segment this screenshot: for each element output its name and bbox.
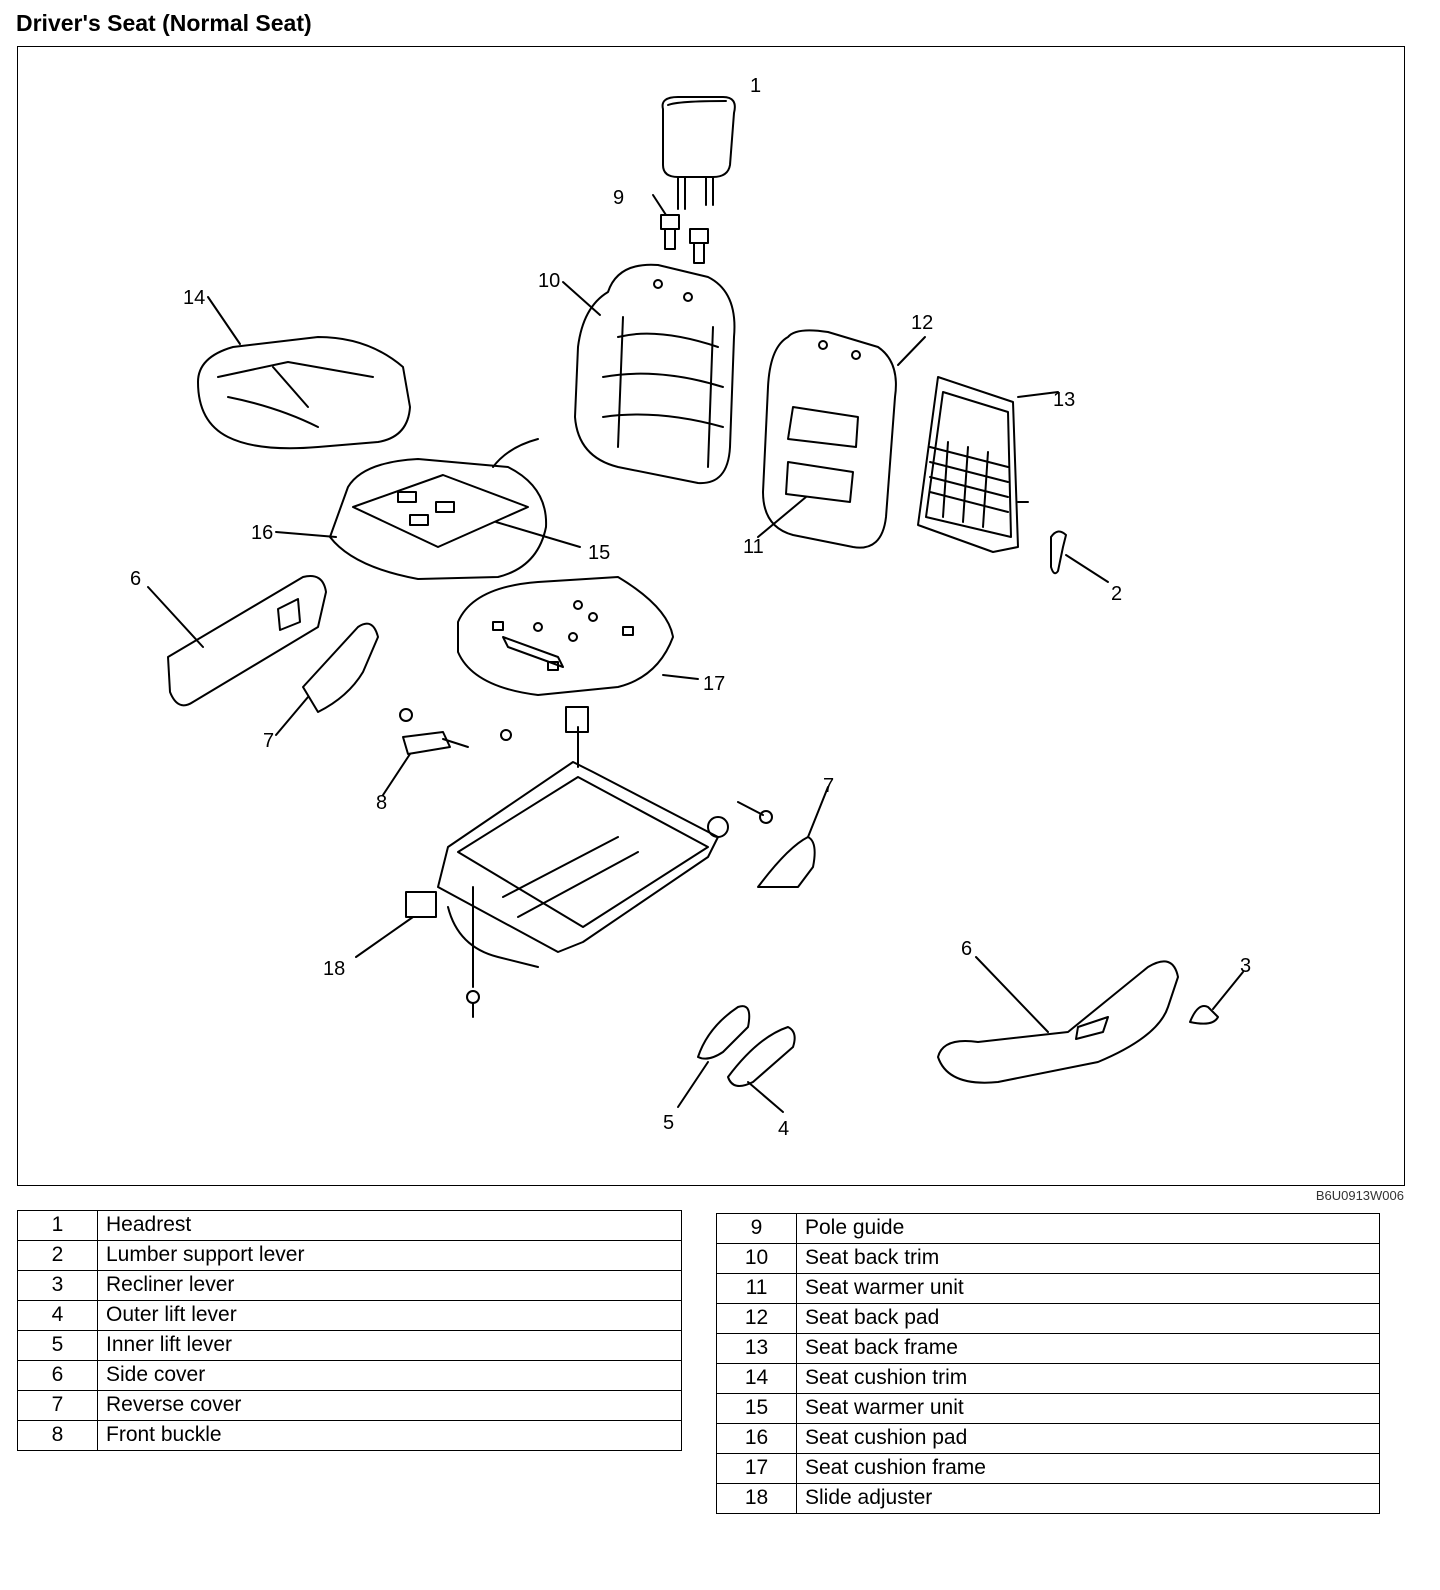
part-number: 2: [17, 1240, 98, 1271]
callout-8: 8: [376, 792, 387, 814]
callout-15: 15: [588, 542, 610, 564]
callout-17: 17: [703, 673, 725, 695]
part-number: 16: [716, 1423, 797, 1454]
slide-adjuster-part: [355, 706, 773, 1018]
seat-back-frame-part: [917, 376, 1059, 553]
part-number: 15: [716, 1393, 797, 1424]
part-name: Side cover: [97, 1360, 682, 1391]
part-number: 14: [716, 1363, 797, 1394]
seat-cushion-pad-part: [275, 438, 581, 580]
callout-1: 1: [750, 75, 761, 97]
seat-cushion-trim-part: [197, 296, 411, 450]
callout-5: 5: [663, 1112, 674, 1134]
callout-16: 16: [251, 522, 273, 544]
seat-cushion-frame-part: [457, 576, 699, 696]
part-name: Pole guide: [796, 1213, 1380, 1244]
seat-back-trim-part: [562, 263, 736, 485]
part-number: 1: [17, 1210, 98, 1241]
part-number: 13: [716, 1333, 797, 1364]
callout-10: 10: [538, 270, 560, 292]
reverse-cover-part: [275, 622, 829, 888]
part-number: 7: [17, 1390, 98, 1421]
callout-11: 11: [743, 536, 764, 558]
callout-6b: 6: [961, 938, 972, 960]
part-number: 8: [17, 1420, 98, 1451]
part-number: 4: [17, 1300, 98, 1331]
part-name: Reverse cover: [97, 1390, 682, 1421]
figure-code: B6U0913W006: [1315, 1188, 1404, 1203]
part-name: Inner lift lever: [97, 1330, 682, 1361]
part-name: Lumber support lever: [97, 1240, 682, 1271]
part-number: 12: [716, 1303, 797, 1334]
part-name: Outer lift lever: [97, 1300, 682, 1331]
part-name: Seat cushion trim: [796, 1363, 1380, 1394]
callout-4: 4: [778, 1118, 789, 1140]
exploded-view-diagram: 1 2 3 4 5 6 6 7 7 8 9 10 11 12 13 14 15 …: [17, 46, 1405, 1186]
callout-2: 2: [1111, 583, 1122, 605]
part-number: 11: [716, 1273, 797, 1304]
side-cover-part: [147, 575, 1179, 1084]
seat-back-pad-part: [757, 329, 926, 549]
lumber-support-lever-part: [1050, 530, 1109, 583]
part-number: 10: [716, 1243, 797, 1274]
callout-7a: 7: [263, 730, 274, 752]
callout-18: 18: [323, 958, 345, 980]
callout-14: 14: [183, 287, 205, 309]
part-name: Slide adjuster: [796, 1483, 1380, 1514]
part-name: Seat warmer unit: [796, 1273, 1380, 1304]
part-name: Seat back trim: [796, 1243, 1380, 1274]
callout-9: 9: [613, 187, 624, 209]
callout-12: 12: [911, 312, 933, 334]
part-name: Headrest: [97, 1210, 682, 1241]
part-number: 6: [17, 1360, 98, 1391]
lift-lever-part: [677, 1005, 796, 1113]
front-buckle-part: [382, 708, 469, 796]
recliner-lever-part: [1189, 971, 1244, 1025]
part-name: Seat cushion pad: [796, 1423, 1380, 1454]
part-number: 5: [17, 1330, 98, 1361]
part-number: 3: [17, 1270, 98, 1301]
callout-13: 13: [1053, 389, 1075, 411]
part-name: Seat cushion frame: [796, 1453, 1380, 1484]
part-name: Seat warmer unit: [796, 1393, 1380, 1424]
part-number: 9: [716, 1213, 797, 1244]
pole-guide-part: [652, 194, 709, 264]
part-number: 17: [716, 1453, 797, 1484]
part-name: Seat back frame: [796, 1333, 1380, 1364]
part-name: Seat back pad: [796, 1303, 1380, 1334]
part-name: Recliner lever: [97, 1270, 682, 1301]
page-title: Driver's Seat (Normal Seat): [16, 10, 312, 36]
callout-3: 3: [1240, 955, 1251, 977]
part-number: 18: [716, 1483, 797, 1514]
callout-6a: 6: [130, 568, 141, 590]
callout-7b: 7: [823, 775, 834, 797]
part-name: Front buckle: [97, 1420, 682, 1451]
headrest-part: [661, 96, 736, 210]
